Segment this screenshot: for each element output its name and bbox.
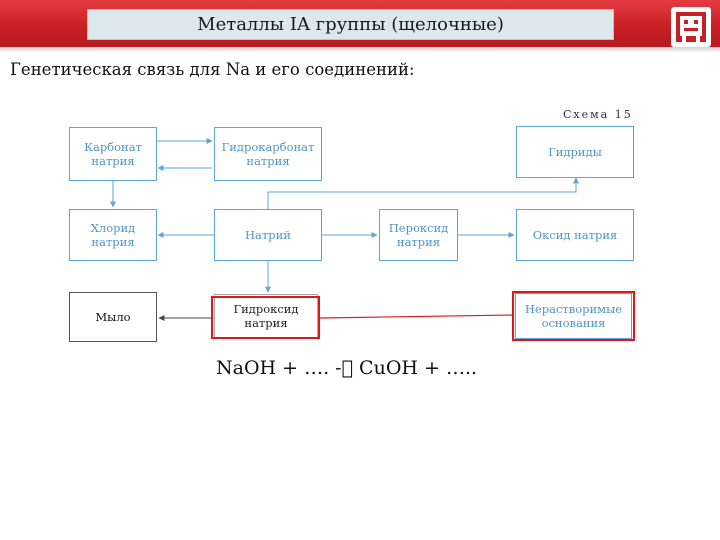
node-insoluble-bases: Нерастворимые основания <box>515 293 632 339</box>
node-sodium-carbonate: Карбонат натрия <box>69 127 157 181</box>
header-shadow <box>0 47 720 53</box>
page-title: Металлы IA группы (щелочные) <box>87 9 614 40</box>
robot-logo-icon <box>671 7 711 47</box>
node-sodium-chloride: Хлорид натрия <box>69 209 157 261</box>
node-hydrides: Гидриды <box>516 126 634 178</box>
subtitle: Генетическая связь для Na и его соединен… <box>10 60 415 79</box>
reaction-equation: NaOH + …. - CuOH + ….. <box>216 357 477 379</box>
node-sodium-hydroxide: Гидроксид натрия <box>214 294 318 338</box>
highlight-sodium-hydroxide <box>211 296 320 339</box>
highlight-insoluble-bases <box>512 291 635 341</box>
node-sodium-oxide: Оксид натрия <box>516 209 634 261</box>
node-sodium: Натрий <box>214 209 322 261</box>
scheme-label: Схема 15 <box>563 108 633 121</box>
node-sodium-bicarbonate: Гидрокарбонат натрия <box>214 127 322 181</box>
node-soap: Мыло <box>69 292 157 342</box>
node-sodium-peroxide: Пероксид натрия <box>379 209 458 261</box>
